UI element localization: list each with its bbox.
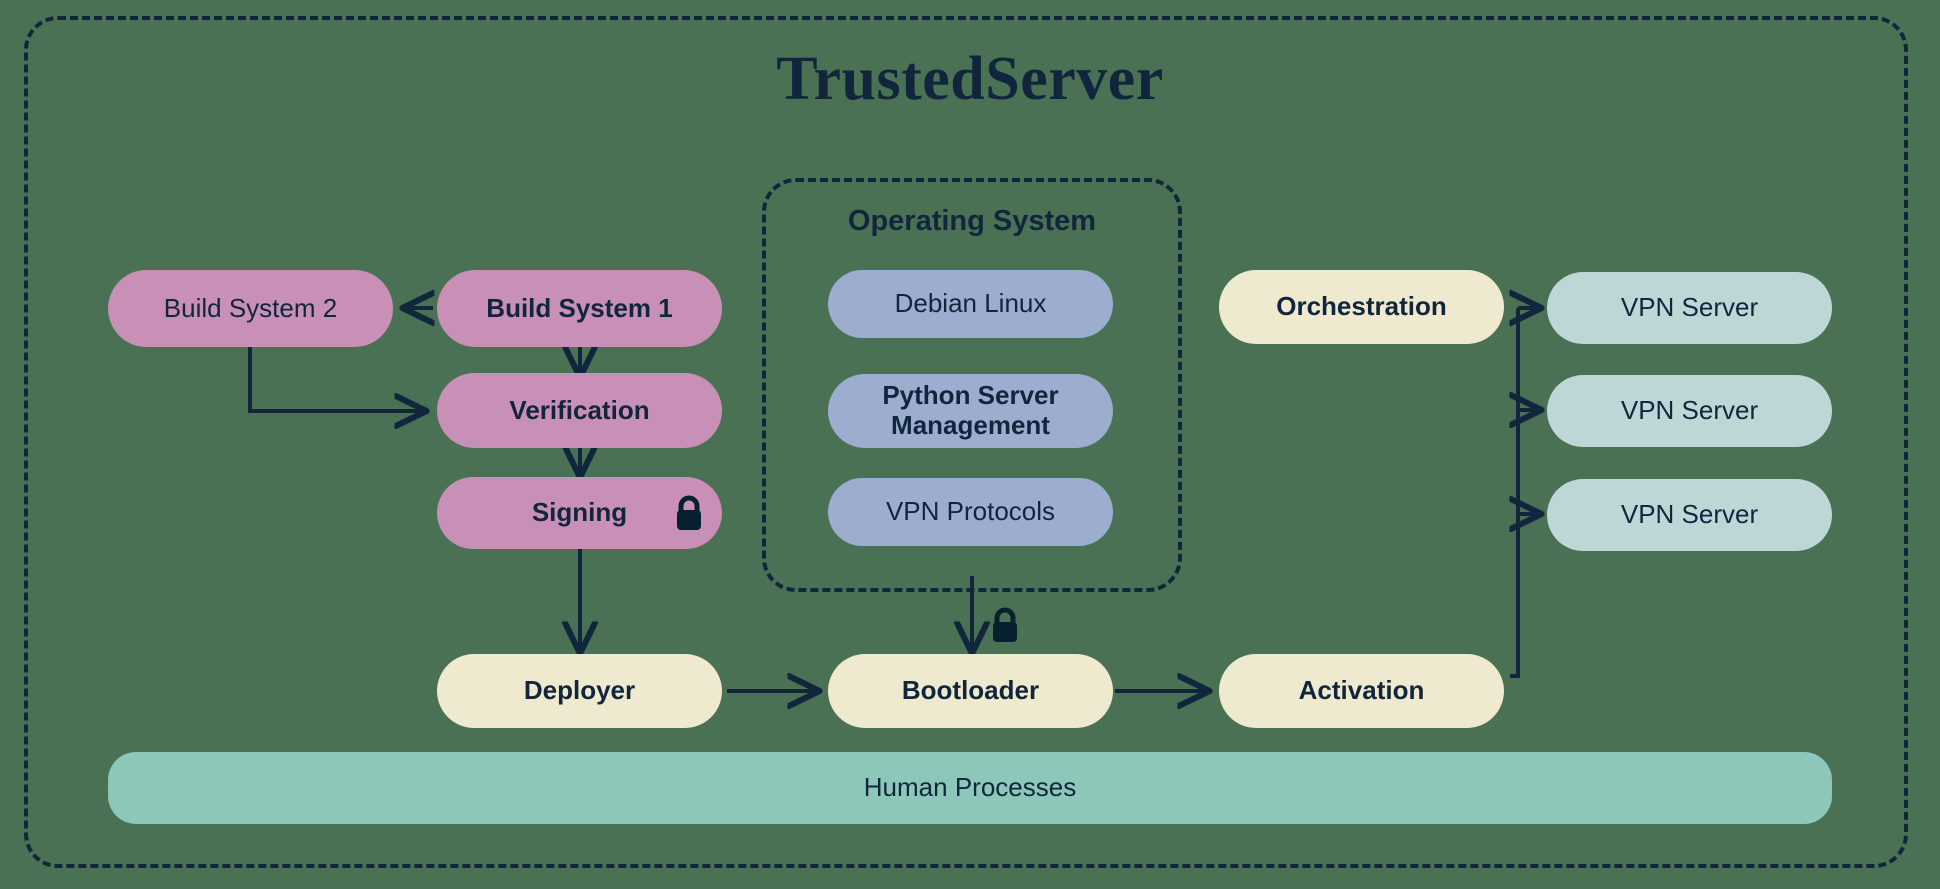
node-vpn-protocols[interactable]: VPN Protocols xyxy=(828,478,1113,546)
edge-activation-trunk xyxy=(1510,308,1520,678)
node-vpn-server-3-label: VPN Server xyxy=(1620,499,1759,530)
edge-bs2-to-verification xyxy=(248,347,425,411)
node-activation[interactable]: Activation xyxy=(1219,654,1504,728)
lock-icon xyxy=(677,495,701,530)
trusted-server-boundary xyxy=(24,16,1908,868)
node-deployer-label: Deployer xyxy=(523,675,636,706)
operating-system-group-title: Operating System xyxy=(847,205,1097,237)
node-build-system-2-label: Build System 2 xyxy=(163,292,338,323)
node-vpn-server-2[interactable]: VPN Server xyxy=(1547,375,1832,447)
node-signing-label: Signing xyxy=(531,497,628,528)
diagram-title: TrustedServer xyxy=(776,45,1164,113)
node-human-processes[interactable]: Human Processes xyxy=(108,752,1832,824)
operating-system-group xyxy=(762,178,1182,592)
node-debian-linux-label: Debian Linux xyxy=(894,288,1047,319)
node-signing[interactable]: Signing xyxy=(437,477,722,549)
node-debian-linux[interactable]: Debian Linux xyxy=(828,270,1113,338)
node-build-system-1-label: Build System 1 xyxy=(486,292,673,323)
node-python-server-management[interactable]: Python Server Management xyxy=(828,374,1113,448)
node-vpn-server-3[interactable]: VPN Server xyxy=(1547,479,1832,551)
node-activation-label: Activation xyxy=(1298,675,1425,706)
node-human-processes-label: Human Processes xyxy=(863,772,1077,803)
node-orchestration[interactable]: Orchestration xyxy=(1219,270,1504,344)
node-bootloader-label: Bootloader xyxy=(901,675,1040,706)
node-deployer[interactable]: Deployer xyxy=(437,654,722,728)
node-build-system-2[interactable]: Build System 2 xyxy=(108,270,393,347)
node-vpn-protocols-label: VPN Protocols xyxy=(885,496,1056,527)
node-vpn-server-1[interactable]: VPN Server xyxy=(1547,272,1832,344)
node-build-system-1[interactable]: Build System 1 xyxy=(437,270,722,347)
node-verification[interactable]: Verification xyxy=(437,373,722,448)
lock-icon xyxy=(993,607,1017,642)
node-python-server-management-label: Python Server Management xyxy=(882,380,1059,440)
node-orchestration-label: Orchestration xyxy=(1276,291,1447,322)
node-verification-label: Verification xyxy=(509,394,650,425)
node-vpn-server-2-label: VPN Server xyxy=(1620,395,1759,426)
node-vpn-server-1-label: VPN Server xyxy=(1620,292,1759,323)
node-bootloader[interactable]: Bootloader xyxy=(828,654,1113,728)
